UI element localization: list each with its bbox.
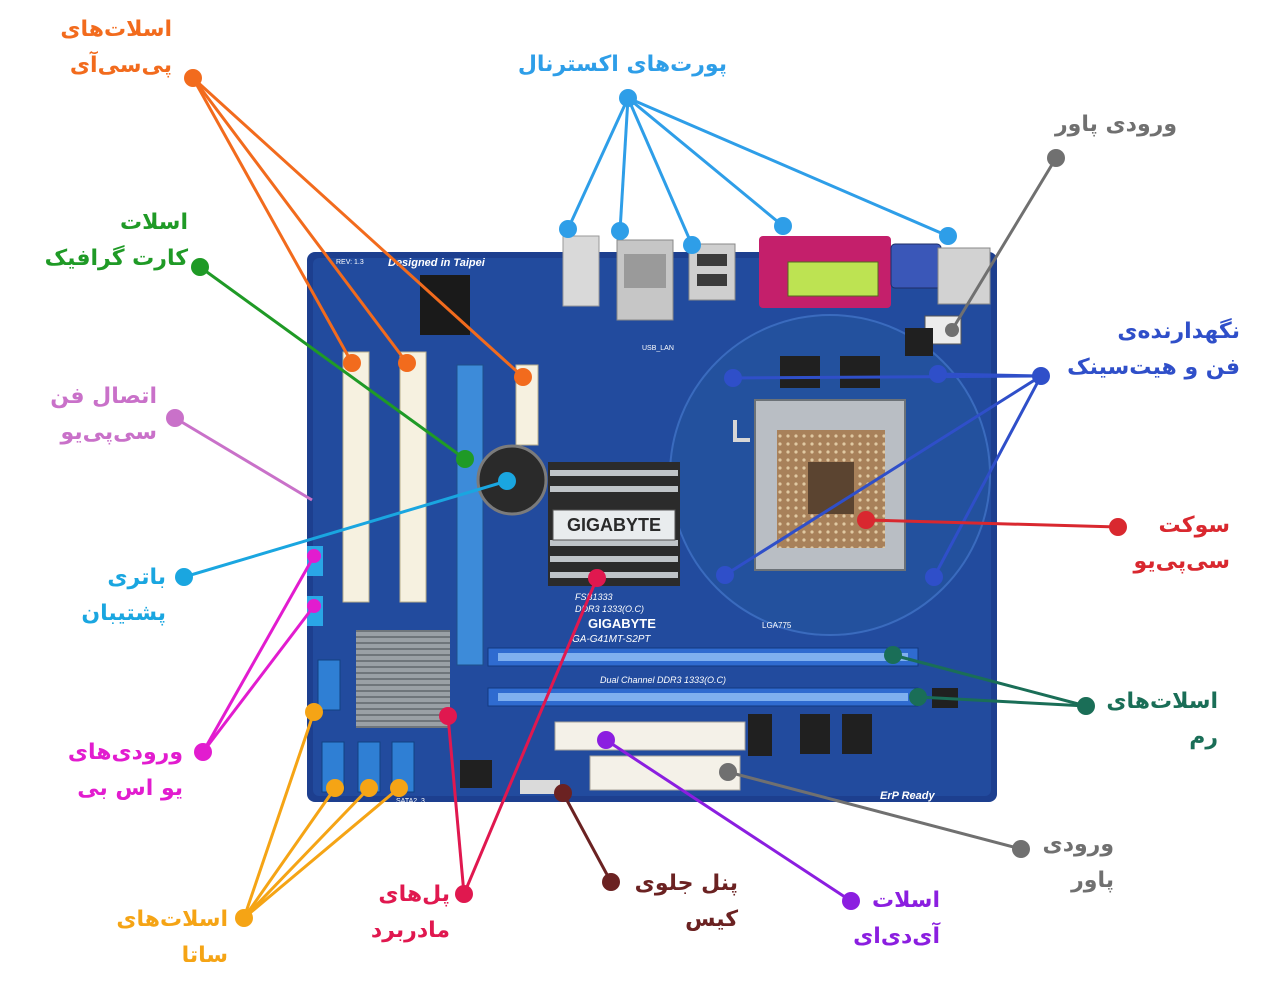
label-gpu-line1: اسلات xyxy=(120,210,188,235)
label-external-line1: پورت‌های اکسترنال xyxy=(517,52,727,77)
fan-callout xyxy=(166,409,313,502)
label-pci: اسلات‌های پی‌سی‌آی xyxy=(60,12,172,84)
label-power-bottom-line1: ورودی xyxy=(1042,832,1114,857)
board-erp: ErP Ready xyxy=(880,790,936,802)
pci-slots xyxy=(342,351,427,603)
sata-port-4 xyxy=(317,659,341,711)
label-ide-line1: اسلات xyxy=(872,888,940,913)
board-usb-lan: USB_LAN xyxy=(642,345,674,352)
label-bridges-line2: مادربرد xyxy=(370,918,450,943)
board-lga: LGA775 xyxy=(762,621,792,630)
board-dual-channel: Dual Channel DDR3 1333(O.C) xyxy=(600,675,726,685)
power-bottom-callout xyxy=(719,763,1030,858)
southbridge-heatsink xyxy=(356,630,450,728)
battery-callout xyxy=(175,472,516,586)
ide-callout xyxy=(597,731,860,910)
gpu-callout xyxy=(191,258,474,468)
ps2-port xyxy=(562,235,600,307)
motherboard: GIGABYTE GIGABYTE GA-G41MT-S2PT Designed… xyxy=(307,235,997,805)
board-brand-small: GIGABYTE xyxy=(588,616,656,631)
board-model: GA-G41MT-S2PT xyxy=(572,634,651,645)
label-gpu: اسلات کارت گرافیک xyxy=(45,205,188,277)
label-sata-line1: اسلات‌های xyxy=(116,907,228,932)
cooler-callout xyxy=(716,365,1050,586)
northbridge-heatsink xyxy=(548,462,680,586)
pci-callout xyxy=(184,69,532,386)
label-gpu-line2: کارت گرافیک xyxy=(44,246,188,271)
label-battery: باتری پشتیبان xyxy=(81,560,166,632)
external-callout xyxy=(559,89,957,254)
panel-callout xyxy=(554,784,620,891)
label-fan-line2: سی‌پی‌یو xyxy=(60,420,157,445)
label-external: پورت‌های اکسترنال xyxy=(518,47,727,83)
socket-callout xyxy=(857,511,1127,536)
label-bridges-line1: پل‌های xyxy=(378,882,450,907)
bridges-callout xyxy=(439,569,606,903)
ide-connector xyxy=(554,721,746,751)
label-usb-line1: ورودی‌های xyxy=(67,740,183,765)
label-sata: اسلات‌های ساتا xyxy=(116,902,228,974)
label-ram-line2: رم xyxy=(1189,725,1218,750)
board-sata2: SATA2_3 xyxy=(396,798,425,805)
label-panel: پنل جلوی کیس xyxy=(635,866,738,938)
label-socket: سوکت سی‌پی‌یو xyxy=(1134,508,1230,580)
board-ddr3: DDR3 1333(O.C) xyxy=(575,604,644,614)
label-power-top: ورودی پاور xyxy=(1055,107,1177,143)
label-cooler-line1: نگهدارنده‌ی xyxy=(1117,319,1240,344)
label-power-top-line1: ورودی پاور xyxy=(1055,112,1177,137)
label-socket-line1: سوکت xyxy=(1158,513,1230,538)
label-cooler-line2: فن و هیت‌سینک xyxy=(1067,355,1240,380)
label-bridges: پل‌های مادربرد xyxy=(371,877,450,949)
pci-slot-2 xyxy=(399,351,427,603)
label-power-bottom: ورودی پاور xyxy=(1043,827,1114,899)
label-power-bottom-line2: پاور xyxy=(1071,868,1114,893)
atx-power xyxy=(589,755,741,791)
front-panel-header xyxy=(520,780,560,794)
serial-port xyxy=(937,247,991,305)
label-usb-line2: یو اس بی xyxy=(77,776,183,801)
board-fsb: FSB1333 xyxy=(575,592,613,602)
io-panel xyxy=(562,235,991,345)
lcd-panel xyxy=(787,261,879,297)
label-sata-line2: ساتا xyxy=(181,943,228,968)
sata-callout xyxy=(235,703,408,927)
power-top-callout xyxy=(945,149,1065,337)
label-panel-line1: پنل جلوی xyxy=(634,871,738,896)
label-ide: اسلات آی‌دی‌ای xyxy=(853,883,940,955)
board-designed: Designed in Taipei xyxy=(388,257,486,269)
label-pci-line2: پی‌سی‌آی xyxy=(69,53,172,78)
label-fan: اتصال فن سی‌پی‌یو xyxy=(50,379,157,451)
usb-port xyxy=(688,243,736,301)
label-pci-line1: اسلات‌های xyxy=(60,17,172,42)
vga-port xyxy=(890,243,942,289)
pcie-x16-slot xyxy=(456,364,484,666)
label-cooler: نگهدارنده‌ی فن و هیت‌سینک xyxy=(1067,314,1240,386)
label-ram: اسلات‌های رم xyxy=(1106,684,1218,756)
board-rev: REV: 1.3 xyxy=(336,259,364,266)
label-battery-line2: پشتیبان xyxy=(81,601,166,626)
ram-slots xyxy=(487,647,919,707)
label-usb: ورودی‌های یو اس بی xyxy=(68,735,183,807)
label-ide-line2: آی‌دی‌ای xyxy=(853,924,940,949)
label-socket-line2: سی‌پی‌یو xyxy=(1133,549,1230,574)
label-panel-line2: کیس xyxy=(685,907,738,932)
label-ram-line1: اسلات‌های xyxy=(1106,689,1218,714)
label-fan-line1: اتصال فن xyxy=(50,384,157,409)
board-brand: GIGABYTE xyxy=(567,515,661,535)
cpu-socket-area xyxy=(669,314,991,636)
usb-callout xyxy=(194,549,321,761)
pci-slot-1 xyxy=(342,351,370,603)
ram-callout xyxy=(884,646,1095,715)
label-battery-line1: باتری xyxy=(107,565,166,590)
